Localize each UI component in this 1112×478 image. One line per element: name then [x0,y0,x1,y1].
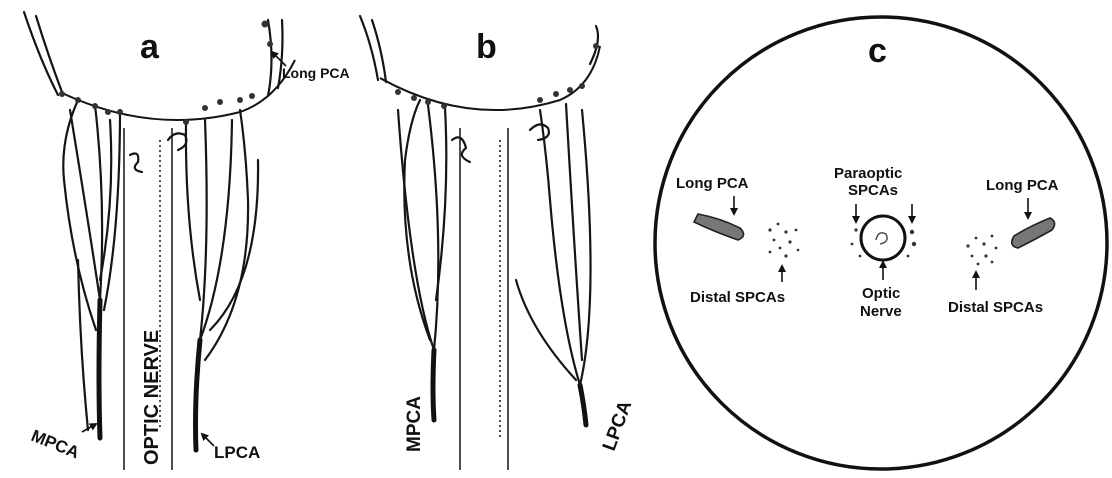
panel-a-long-pca-arrow [272,52,286,66]
panel-a-medial-branches [59,91,142,438]
panel-c: c Long PCA Distal SPCAs Paraoptic SPCAs [655,17,1107,469]
panel-c-long-pca-left-vessel [694,214,744,240]
panel-c-distal-spcas-right-dots [966,235,997,266]
panel-a-lpca-arrow [202,434,214,446]
panel-c-distal-spcas-left-dots [768,223,799,258]
panel-c-optic-nerve [851,216,917,260]
panel-a-mpca-arrow [82,424,96,432]
panel-b-medial-branches [395,89,470,420]
panel-a-long-pca-right [268,20,272,96]
panel-a-optic-nerve-label: OPTIC NERVE [141,330,163,465]
panel-b-lpca-label: LPCA [599,398,637,454]
panel-b-long-pca-left [360,16,378,80]
panel-b-mpca-label: MPCA [404,396,425,452]
panel-a-mpca-label: MPCA [29,426,83,462]
panel-c-letter: c [868,32,887,70]
panel-c-distal-spcas-right-label: Distal SPCAs [948,299,1043,316]
panel-a: a OPTIC NERVE [24,12,350,470]
panel-c-long-pca-right-label: Long PCA [986,177,1059,194]
panel-c-long-pca-left-label: Long PCA [676,175,749,192]
panel-c-paraoptic-label-2: SPCAs [848,182,898,199]
panel-c-paraoptic-label-1: Paraoptic [834,165,902,182]
panel-c-optic-label-1: Optic [862,285,900,302]
panel-c-distal-spcas-left-label: Distal SPCAs [690,289,785,306]
panel-a-long-pca-label: Long PCA [282,65,350,81]
panel-a-letter: a [140,28,160,66]
panel-b-optic-nerve [460,128,508,470]
panel-c-optic-label-2: Nerve [860,303,902,320]
panel-a-lpca-label: LPCA [214,443,260,462]
panel-b-lateral-branches [516,83,591,425]
panel-a-long-pca-left [24,12,58,95]
panel-c-long-pca-right-vessel [1012,218,1055,248]
panel-a-lateral-branches [168,93,258,450]
panel-b-letter: b [476,28,497,66]
panel-b: b [360,16,636,470]
